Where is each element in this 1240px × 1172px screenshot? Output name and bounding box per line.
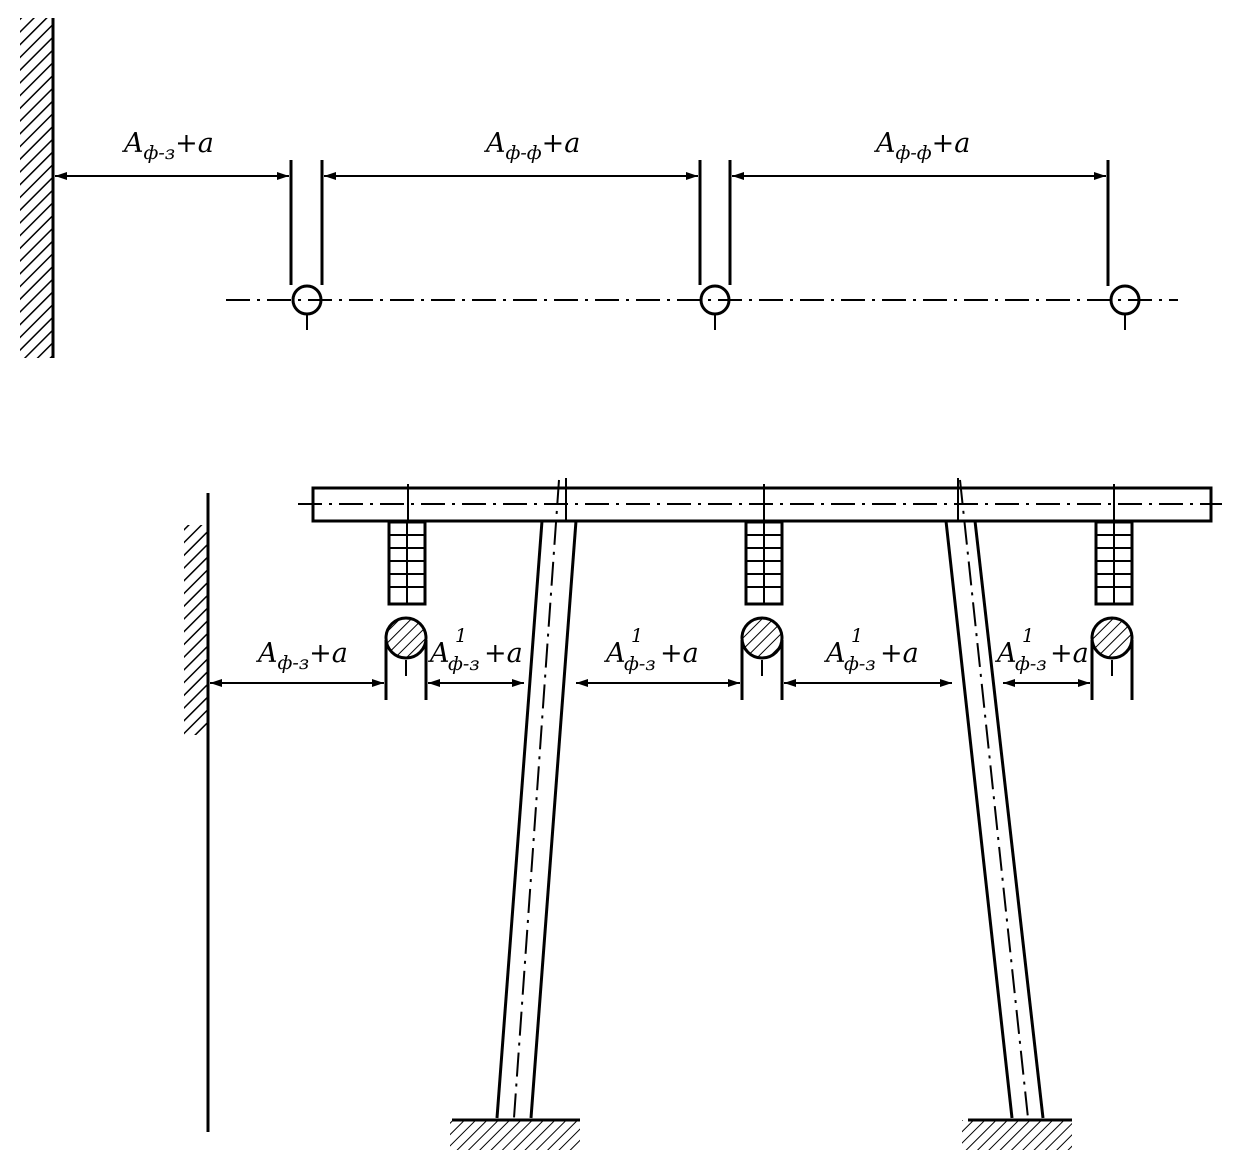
label-bottom-gap-4: A 1 ф-з +a <box>994 625 1089 675</box>
svg-text:1: 1 <box>631 625 643 647</box>
svg-text:A: A <box>994 638 1017 669</box>
svg-text:A: A <box>427 638 450 669</box>
conductor-3 <box>1090 616 1134 700</box>
insulator-3 <box>1094 484 1134 606</box>
svg-text:1: 1 <box>1022 625 1034 647</box>
label-top-phase-phase-1: Aф-ф+a <box>483 128 580 164</box>
svg-text:+a: +a <box>484 638 523 669</box>
left-leg <box>450 479 580 1150</box>
conductor-1 <box>384 616 428 700</box>
svg-text:ф-з: ф-з <box>1015 653 1047 675</box>
svg-text:A: A <box>823 638 846 669</box>
label-top-phase-phase-2: Aф-ф+a <box>873 128 970 164</box>
label-top-wall-phase: Aф-з+a <box>121 128 214 164</box>
top-conductor-3 <box>1106 160 1141 330</box>
svg-text:ф-з: ф-з <box>624 653 656 675</box>
label-bottom-wall-phase: Aф-з+a <box>255 638 348 674</box>
top-conductor-2 <box>698 160 732 330</box>
bottom-view: Aф-з+a A 1 ф-з +a A 1 ф-з +a A 1 ф-з +a … <box>184 478 1222 1150</box>
svg-text:ф-з: ф-з <box>448 653 480 675</box>
crossbeam <box>298 486 1222 523</box>
svg-text:1: 1 <box>455 625 467 647</box>
label-bottom-gap-1: A 1 ф-з +a <box>427 625 523 675</box>
top-view: Aф-з+a Aф-ф+a Aф-ф+a <box>20 18 1178 358</box>
conductor-2 <box>740 616 784 700</box>
label-bottom-gap-2: A 1 ф-з +a <box>603 625 699 675</box>
top-wall <box>20 18 55 358</box>
svg-text:+a: +a <box>660 638 699 669</box>
svg-text:1: 1 <box>851 625 863 647</box>
label-bottom-gap-3: A 1 ф-з +a <box>823 625 919 675</box>
right-leg <box>944 479 1072 1150</box>
svg-text:+a: +a <box>880 638 919 669</box>
svg-text:A: A <box>603 638 626 669</box>
insulator-1 <box>387 484 427 606</box>
insulator-2 <box>744 484 784 606</box>
top-conductor-1 <box>289 160 324 330</box>
bottom-wall <box>184 493 210 1132</box>
svg-text:+a: +a <box>1050 638 1089 669</box>
svg-text:ф-з: ф-з <box>844 653 876 675</box>
